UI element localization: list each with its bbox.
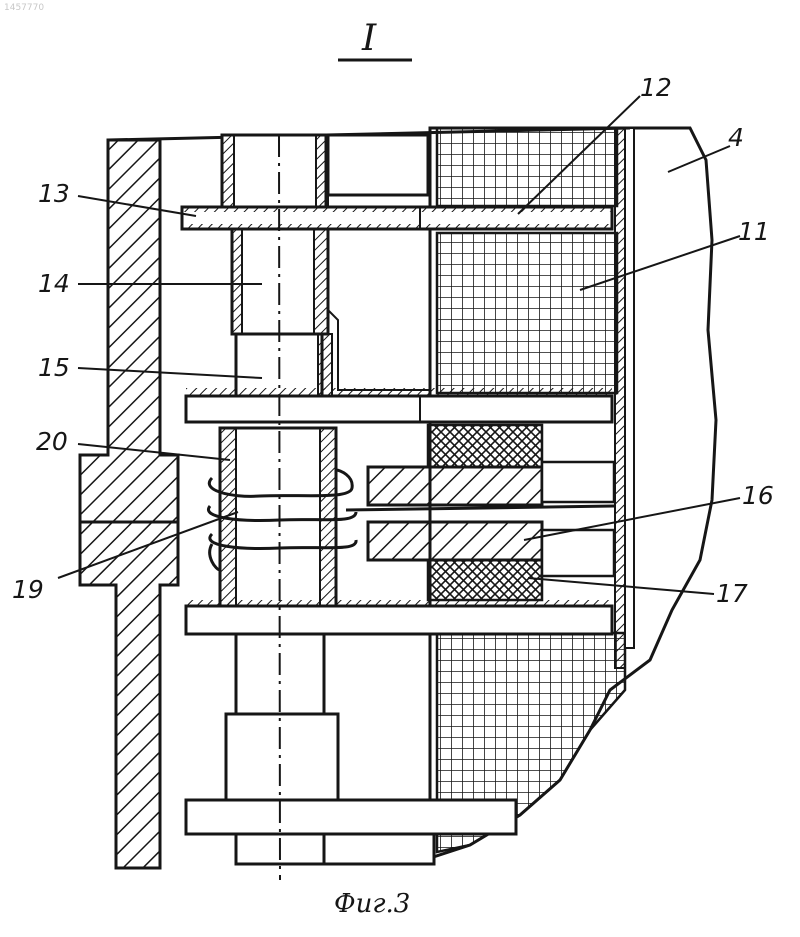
center-axis — [279, 135, 280, 880]
bottom-right-block — [324, 834, 434, 864]
coupling-20-right — [320, 428, 336, 608]
sleeve-flange — [328, 310, 430, 390]
callout-15: 15 — [38, 353, 70, 382]
document-id: 1457770 — [4, 3, 44, 13]
shaft-tube-left-wall — [222, 135, 234, 210]
callout-17: 17 — [716, 579, 748, 608]
callout-20: 20 — [36, 427, 68, 456]
mesh-block-upper — [437, 128, 617, 206]
callout-16: 16 — [742, 481, 774, 510]
callout-13: 13 — [38, 179, 70, 208]
plate-12-hatch — [182, 207, 612, 212]
bottom-plate — [186, 800, 516, 834]
figure-caption: Фиг.3 — [334, 889, 410, 919]
callout-19: 19 — [12, 575, 44, 604]
xhatch-block-17 — [428, 560, 542, 600]
plate-lower — [186, 606, 612, 634]
plate-middle-hatch — [186, 388, 612, 396]
blade-16-ext — [542, 530, 614, 576]
shaft-tube-right-wall — [316, 135, 328, 210]
plate-lower-hatch — [186, 600, 612, 607]
upper-block — [328, 135, 428, 195]
callout-14: 14 — [38, 269, 70, 298]
xhatch-block-upper — [428, 425, 542, 467]
sleeve-14-left — [232, 229, 242, 334]
blade-16 — [368, 522, 542, 560]
coupling-20 — [220, 428, 336, 608]
bellows-ring-lip — [210, 544, 220, 570]
sleeve-14-right — [314, 229, 328, 334]
plate-middle — [186, 396, 612, 422]
right-wall-outer — [625, 128, 634, 648]
blade-upper-ext — [542, 462, 614, 502]
section-label: I — [361, 18, 377, 59]
lower-block — [226, 714, 338, 800]
left-housing-wall — [80, 140, 178, 868]
body-15-wall — [318, 334, 332, 396]
callout-12: 12 — [640, 73, 672, 102]
shaft-tube-top — [222, 135, 326, 210]
callout-4: 4 — [728, 123, 744, 152]
callout-11: 11 — [738, 217, 770, 246]
leader-15 — [78, 368, 262, 378]
mesh-block-11 — [437, 233, 617, 393]
blade-upper — [368, 467, 542, 505]
